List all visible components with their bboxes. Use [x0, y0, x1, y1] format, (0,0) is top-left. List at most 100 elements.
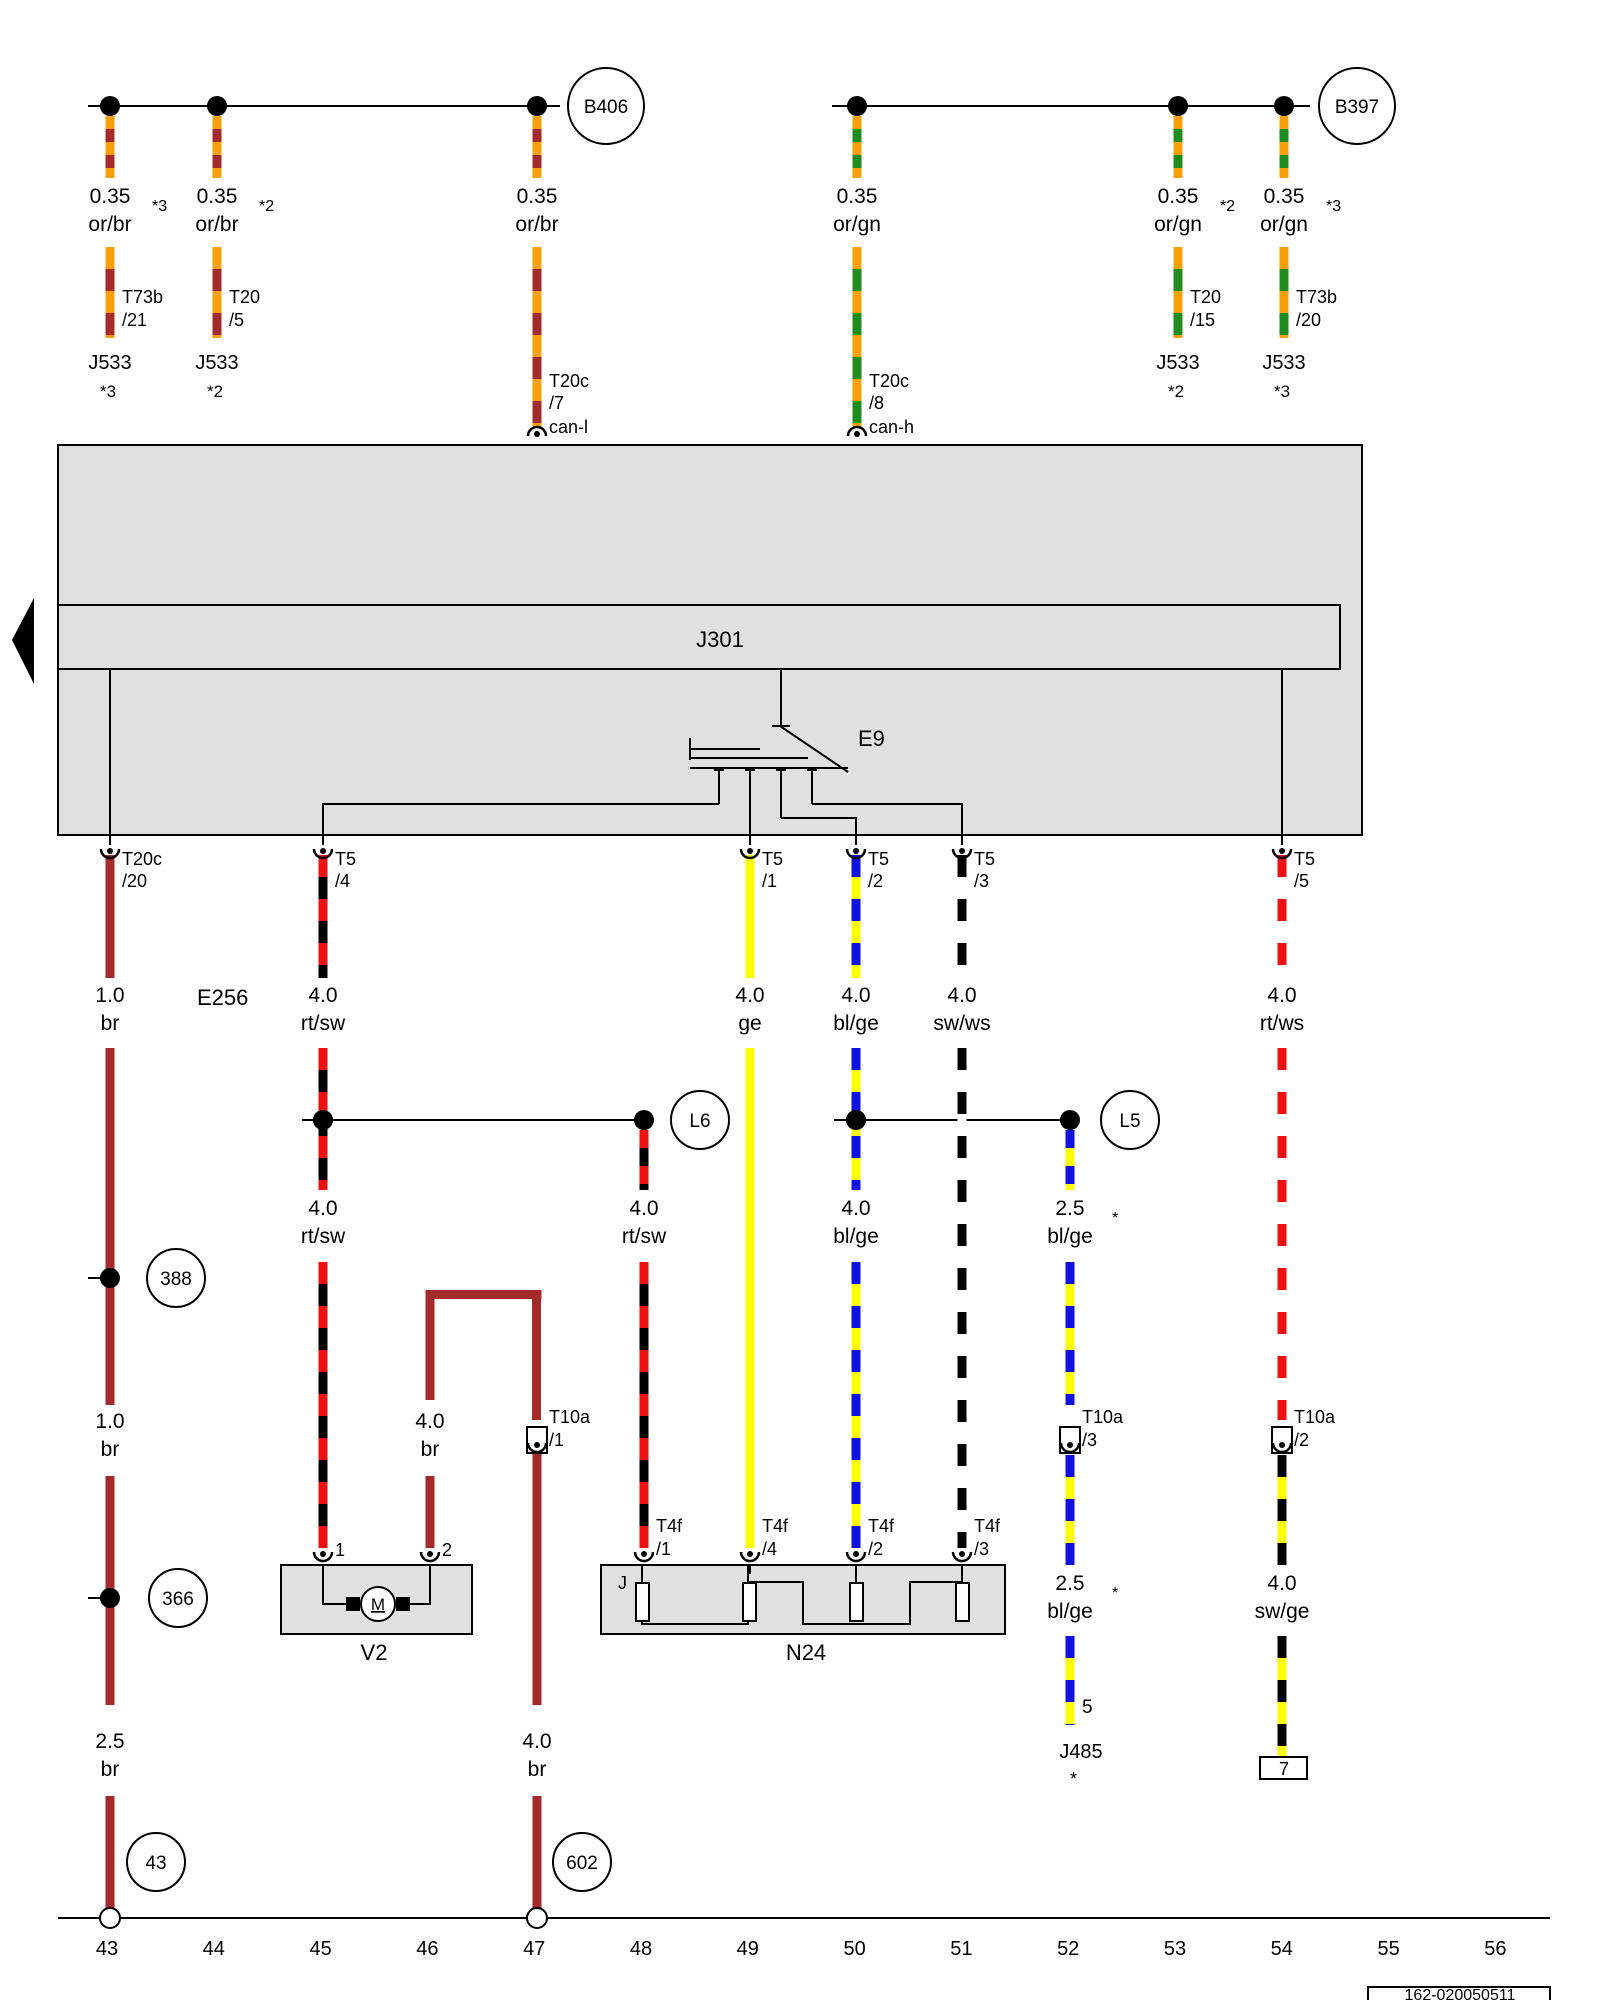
n24-pin-1: /1 [656, 1539, 671, 1559]
wire-lbl-12-size: 4.0 [415, 1410, 444, 1433]
wire-lbl-10-note: * [1112, 1210, 1118, 1227]
v2-pin-2: 2 [442, 1540, 452, 1560]
t10a-2-plug: T10a [1294, 1407, 1336, 1427]
ground-ref-602: 602 [552, 1832, 612, 1892]
wire-lbl-16-size: 4.0 [522, 1730, 551, 1753]
wire-lbl-11-size: 1.0 [95, 1410, 124, 1433]
svg-text:388: 388 [160, 1269, 192, 1290]
wire-lbl-8-size: 4.0 [629, 1197, 658, 1220]
wire-lbl-15-size: 2.5 [95, 1730, 124, 1753]
wire-top-lower-1 [105, 247, 115, 338]
wires [105, 116, 1289, 1908]
wire-top-upper-6 [1279, 116, 1289, 178]
wire-swge-a [1277, 1455, 1287, 1565]
wire-lbl-5-size: 4.0 [947, 984, 976, 1007]
wire-blge-e [1065, 1455, 1075, 1565]
wire-lbl-13-size: 2.5 [1055, 1572, 1084, 1595]
splice-ref-l6: L6 [670, 1090, 730, 1150]
wire-top-upper-1 [105, 116, 115, 178]
wire-blge-c [1065, 1130, 1075, 1190]
top-target-6: J533 [1262, 352, 1305, 374]
wire-lbl-6-size: 4.0 [1267, 984, 1296, 1007]
ground-ref-388: 388 [146, 1248, 206, 1308]
wire-lbl-13-note: * [1112, 1585, 1118, 1602]
plug-n24-3 [845, 1551, 867, 1563]
plug-v2-1 [312, 1551, 334, 1563]
scale-number-45: 45 [309, 1938, 331, 1960]
wire-lbl-13-color: bl/ge [1047, 1600, 1093, 1623]
top-pin-3: /7 [549, 393, 564, 413]
bottom-plug-5: T5 [974, 849, 995, 869]
svg-text:7: 7 [1279, 1759, 1289, 1779]
plug-n24-2 [739, 1551, 761, 1563]
top-wire-1-size: 0.35 [90, 185, 131, 208]
top-bus-lines [58, 105, 1550, 1919]
ground-ref-43: 43 [126, 1832, 186, 1892]
top-pin-6: /20 [1296, 310, 1321, 330]
scale-number-48: 48 [630, 1938, 652, 1960]
n24-pin-2: /4 [762, 1539, 777, 1559]
n24-plug-3: T4f [868, 1516, 895, 1536]
svg-text:366: 366 [162, 1589, 194, 1610]
top-note-2: *2 [207, 382, 223, 401]
component-j301-label: J301 [696, 627, 744, 652]
t10a-3-plug: T10a [1082, 1407, 1124, 1427]
top-plug-3: T20c [549, 371, 589, 391]
top-note-6: *3 [1274, 382, 1290, 401]
top-wire-4-color: or/gn [833, 213, 881, 236]
bottom-plug-1: T20c [122, 849, 162, 869]
wire-lbl-8-color: rt/sw [622, 1225, 667, 1248]
wire-lbl-10-color: bl/ge [1047, 1225, 1093, 1248]
plug-n24-4 [951, 1551, 973, 1563]
svg-text:602: 602 [566, 1853, 598, 1874]
component-j485-label: J485 [1059, 1741, 1102, 1763]
scale-number-49: 49 [737, 1938, 759, 1960]
wire-blge-f [1065, 1636, 1075, 1725]
top-wire-2-color: or/br [195, 213, 238, 236]
bottom-plug-2: T5 [335, 849, 356, 869]
wire-top-upper-3 [532, 116, 542, 178]
wire-bottom-upper-1 [105, 855, 115, 978]
n24-plug-4: T4f [974, 1516, 1001, 1536]
scale-number-51: 51 [950, 1938, 972, 1960]
top-pin-4: /8 [869, 393, 884, 413]
wire-lbl-5-color: sw/ws [933, 1012, 990, 1035]
plug-t10a-2 [1271, 1442, 1293, 1454]
wire-br-602-a [532, 1445, 542, 1705]
wire-br-602-b [532, 1796, 542, 1908]
top-wire-1-note: *3 [152, 198, 167, 215]
wire-lbl-6-color: rt/ws [1260, 1012, 1304, 1035]
internal-lines [109, 669, 1283, 1625]
wire-br-loop [425, 1290, 542, 1420]
bottom-pin-5: /3 [974, 871, 989, 891]
plug-bottom-6 [1271, 848, 1293, 860]
plug-top-4 [846, 425, 868, 437]
wire-rtws [1277, 1048, 1287, 1420]
wire-lbl-2-size: 4.0 [308, 984, 337, 1007]
wire-bottom-upper-5 [957, 855, 967, 978]
splice-dot-l5-left [846, 1110, 866, 1130]
top-pin-1: /21 [122, 310, 147, 330]
wire-rtsw-c [639, 1130, 649, 1190]
splice-dot-l6-left [313, 1110, 333, 1130]
splice-ref-b397: B397 [1318, 67, 1396, 145]
wire-lbl-9-size: 4.0 [841, 1197, 870, 1220]
top-pin-2: /5 [229, 310, 244, 330]
wire-lbl-9-color: bl/ge [833, 1225, 879, 1248]
top-pin-5: /15 [1190, 310, 1215, 330]
wire-top-lower-3 [532, 247, 542, 428]
scale-number-54: 54 [1271, 1938, 1293, 1960]
splice-dot-388 [100, 1268, 120, 1288]
scale-number-56: 56 [1484, 1938, 1506, 1960]
wire-lbl-2-color: rt/sw [301, 1012, 346, 1035]
wire-top-lower-2 [212, 247, 222, 338]
scale-number-55: 55 [1377, 1938, 1399, 1960]
wire-swge-b [1277, 1636, 1287, 1757]
wire-lbl-7-size: 4.0 [308, 1197, 337, 1220]
splice-dot-top-3 [527, 96, 547, 116]
component-e256-label: E256 [197, 985, 248, 1010]
ground-terminal-602 [526, 1907, 548, 1929]
splice-ref-l5: L5 [1100, 1090, 1160, 1150]
top-target-1: J533 [88, 352, 131, 374]
top-plug-1: T73b [122, 287, 163, 307]
